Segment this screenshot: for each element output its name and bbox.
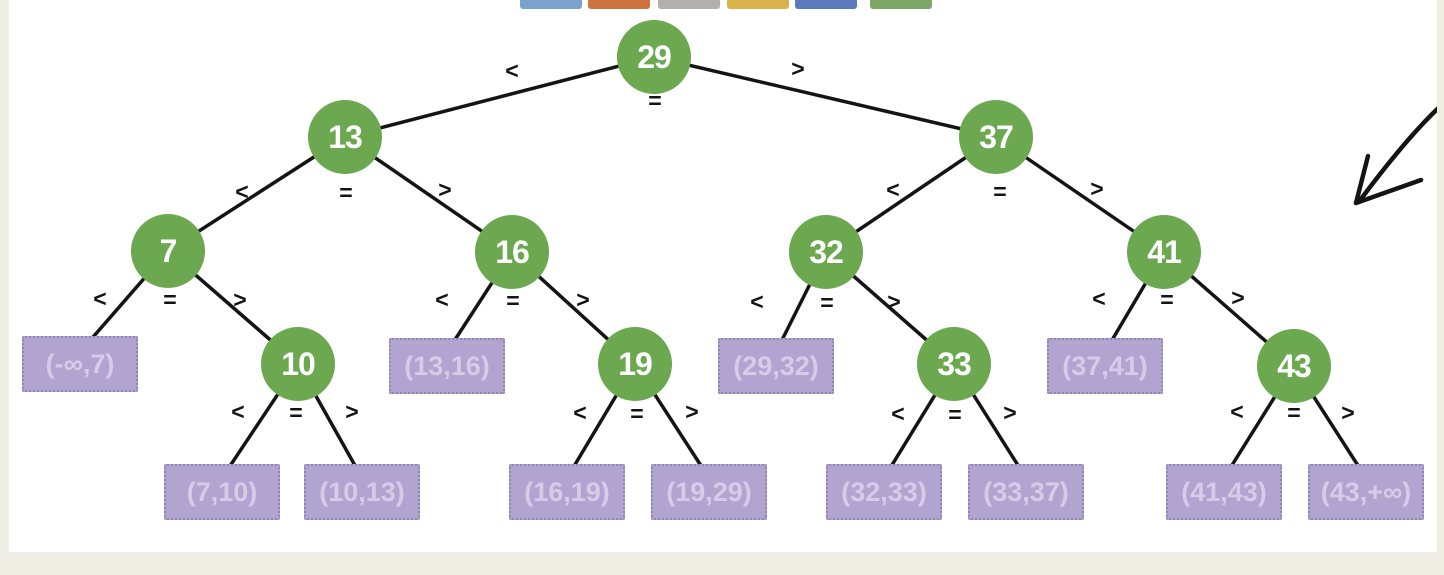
edge-label-10-greater: > xyxy=(345,398,359,425)
edge-label-37-greater: > xyxy=(1090,175,1104,202)
edge-label-10-less: < xyxy=(231,398,245,425)
edge-label-37-less: < xyxy=(886,176,900,203)
arrow-head xyxy=(1353,177,1424,206)
edge-label-19-less: < xyxy=(573,399,587,426)
leaf-interval-29-32: (29,32) xyxy=(718,338,834,394)
tree-node-29: 29 xyxy=(617,20,691,94)
paper-border-left xyxy=(0,0,9,575)
edge-label-43-equal: = xyxy=(1287,399,1301,426)
tree-node-16: 16 xyxy=(475,215,549,289)
paper-border-bottom xyxy=(0,552,1444,575)
edge-label-19-equal: = xyxy=(630,400,644,427)
edge-label-16-less: < xyxy=(435,286,449,313)
color-swatch-green[interactable] xyxy=(870,0,932,9)
edge-label-32-greater: > xyxy=(887,288,901,315)
edge-label-33-equal: = xyxy=(948,401,962,428)
color-swatch-orange[interactable] xyxy=(588,0,650,9)
leaf-interval-37-41: (37,41) xyxy=(1047,338,1163,394)
edge-label-43-less: < xyxy=(1230,398,1244,425)
edge-label-7-less: < xyxy=(93,285,107,312)
arrow-head xyxy=(1353,153,1371,206)
edge-label-16-equal: = xyxy=(506,287,520,314)
tree-node-13: 13 xyxy=(308,100,382,174)
leaf-interval-41-43: (41,43) xyxy=(1166,464,1282,520)
leaf-interval-13-16: (13,16) xyxy=(389,338,505,394)
edge-label-7-equal: = xyxy=(163,286,177,313)
edge-label-29-equal: = xyxy=(648,87,662,114)
leaf-interval-43-plus-inf: (43,+∞) xyxy=(1308,464,1424,520)
leaf-interval-10-13: (10,13) xyxy=(304,464,420,520)
tree-edge xyxy=(653,55,997,139)
edge-label-41-equal: = xyxy=(1160,286,1174,313)
color-swatch-light-blue[interactable] xyxy=(520,0,582,9)
tree-node-41: 41 xyxy=(1127,215,1201,289)
edge-label-7-greater: > xyxy=(233,286,247,313)
edge-label-19-greater: > xyxy=(685,398,699,425)
color-swatch-yellow[interactable] xyxy=(727,0,789,9)
paper-border-right xyxy=(1437,0,1444,575)
leaf-interval-19-29: (19,29) xyxy=(651,464,767,520)
tree-node-37: 37 xyxy=(959,100,1033,174)
leaf-interval-minus-inf-7: (-∞,7) xyxy=(22,336,138,392)
hand-drawn-arrow xyxy=(1353,99,1444,206)
tree-edge xyxy=(344,55,655,139)
edge-label-13-greater: > xyxy=(438,176,452,203)
tree-node-19: 19 xyxy=(598,327,672,401)
tree-node-43: 43 xyxy=(1257,329,1331,403)
leaf-interval-32-33: (32,33) xyxy=(826,464,942,520)
edge-label-29-greater: > xyxy=(791,55,805,82)
color-swatch-blue[interactable] xyxy=(795,0,857,9)
edge-label-41-less: < xyxy=(1092,285,1106,312)
color-swatch-gray[interactable] xyxy=(658,0,720,9)
edge-label-29-less: < xyxy=(505,57,519,84)
tree-node-7: 7 xyxy=(131,214,205,288)
edge-label-33-greater: > xyxy=(1003,399,1017,426)
leaf-interval-33-37: (33,37) xyxy=(968,464,1084,520)
edge-label-16-greater: > xyxy=(576,286,590,313)
edge-label-13-less: < xyxy=(235,178,249,205)
edge-label-41-greater: > xyxy=(1231,284,1245,311)
edge-label-10-equal: = xyxy=(289,399,303,426)
edge-label-37-equal: = xyxy=(993,178,1007,205)
tree-node-32: 32 xyxy=(789,215,863,289)
leaf-interval-16-19: (16,19) xyxy=(509,464,625,520)
edge-label-32-less: < xyxy=(750,288,764,315)
edge-label-33-less: < xyxy=(891,400,905,427)
tree-node-33: 33 xyxy=(917,327,991,401)
leaf-interval-7-10: (7,10) xyxy=(164,464,280,520)
edge-label-43-greater: > xyxy=(1341,399,1355,426)
edge-label-32-equal: = xyxy=(820,289,834,316)
tree-node-10: 10 xyxy=(261,327,335,401)
edge-label-13-equal: = xyxy=(339,179,353,206)
